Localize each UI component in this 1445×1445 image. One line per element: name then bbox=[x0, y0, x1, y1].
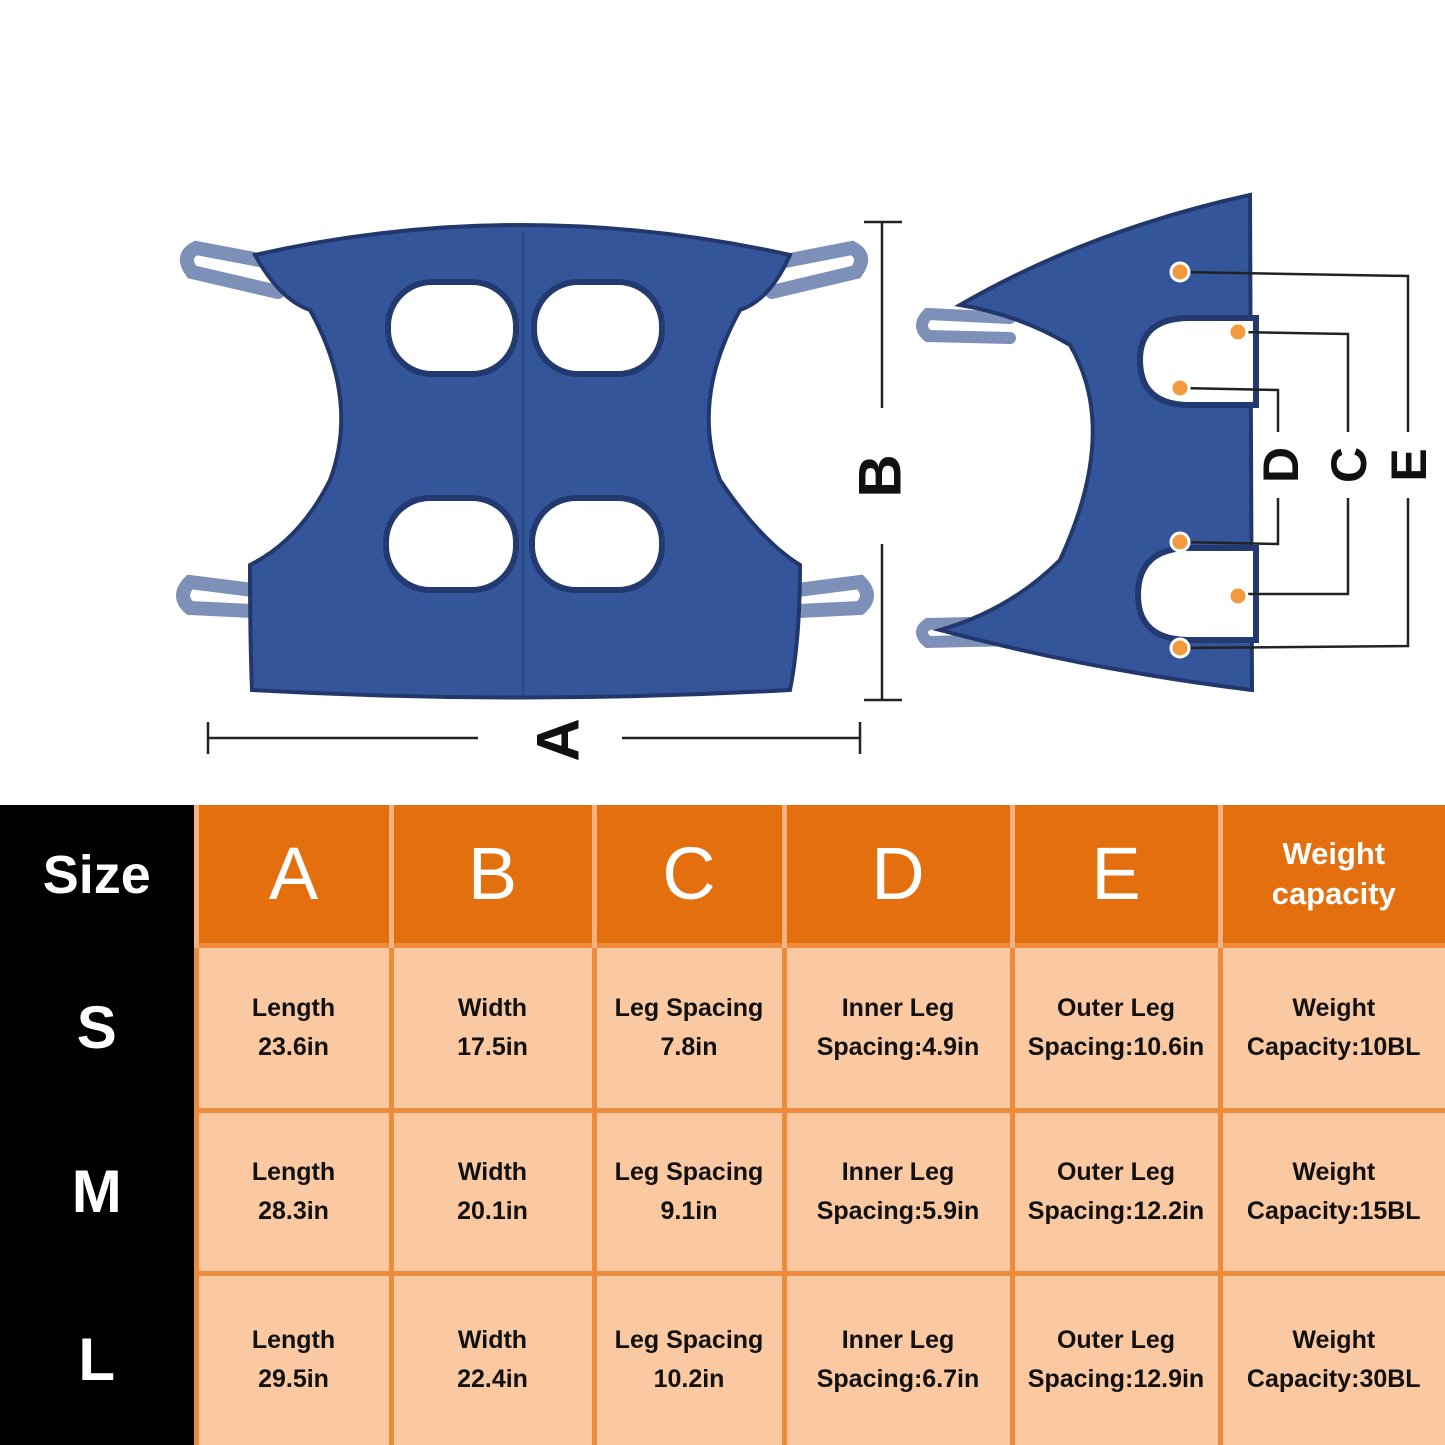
table-row: S Length 23.6in Width 17.5in Leg Spacing 7.… bbox=[0, 942, 1445, 1110]
dimension-e-label: E bbox=[1381, 448, 1437, 481]
cell-line: Length bbox=[251, 993, 336, 1022]
cell-line: Inner Leg bbox=[841, 1326, 955, 1355]
header-c: C bbox=[591, 805, 784, 945]
cell-line: Length bbox=[251, 1157, 336, 1186]
cell-line: Weight bbox=[1292, 1326, 1376, 1355]
cell-line: Inner Leg bbox=[841, 993, 955, 1022]
cell-line: 20.1in bbox=[457, 1196, 528, 1225]
cell-line: Outer Leg bbox=[1056, 993, 1176, 1022]
cell-line: 29.5in bbox=[258, 1365, 329, 1394]
measurement-markers bbox=[1169, 261, 1249, 659]
dimension-c-label: C bbox=[1321, 447, 1377, 483]
cell-l-c: Leg Spacing 10.2in bbox=[591, 1270, 784, 1445]
header-b: B bbox=[388, 805, 594, 945]
cell-line: Capacity:15BL bbox=[1246, 1196, 1421, 1225]
cell-line: Leg Spacing bbox=[614, 1326, 764, 1355]
cell-line: Leg Spacing bbox=[614, 993, 764, 1022]
harness-diagram: A B D C E bbox=[176, 192, 1437, 762]
cell-s-a: Length 23.6in bbox=[193, 942, 391, 1110]
cell-line: 22.4in bbox=[457, 1365, 528, 1394]
cell-line: Spacing:12.2in bbox=[1027, 1196, 1205, 1225]
size-label-m: M bbox=[0, 1110, 196, 1273]
cell-m-c: Leg Spacing 9.1in bbox=[591, 1107, 784, 1273]
dimension-a bbox=[206, 722, 862, 754]
cell-line: 23.6in bbox=[258, 1032, 329, 1061]
cell-line: Capacity:10BL bbox=[1246, 1032, 1421, 1061]
flat-harness-image bbox=[176, 223, 874, 700]
cell-m-b: Width 20.1in bbox=[388, 1107, 594, 1273]
cell-line: 28.3in bbox=[258, 1196, 329, 1225]
table-row: M Length 28.3in Width 20.1in Leg Spacing 9.… bbox=[0, 1107, 1445, 1273]
header-d: D bbox=[781, 805, 1012, 945]
size-label-l: L bbox=[0, 1273, 196, 1445]
cell-line: Weight bbox=[1292, 1157, 1376, 1186]
cell-line: 10.2in bbox=[653, 1365, 725, 1394]
cell-line: Spacing:10.6in bbox=[1027, 1032, 1205, 1061]
cell-line: Inner Leg bbox=[841, 1157, 955, 1186]
size-header: Size bbox=[0, 805, 196, 945]
folded-harness-image bbox=[916, 192, 1259, 693]
header-weight-capacity: Weight capacity bbox=[1217, 805, 1445, 945]
header-weight-line2: capacity bbox=[1271, 875, 1396, 911]
size-chart-table: Size A B C D E Weight capacity S Length 2… bbox=[0, 805, 1445, 1445]
header-a: A bbox=[193, 805, 391, 945]
cell-line: Width bbox=[457, 993, 528, 1022]
cell-line: Length bbox=[251, 1326, 336, 1355]
cell-line: Spacing:12.9in bbox=[1027, 1365, 1205, 1394]
dimension-b bbox=[864, 220, 902, 702]
dimension-b-label: B bbox=[847, 454, 914, 497]
cell-line: Capacity:30BL bbox=[1246, 1365, 1421, 1394]
size-label-s: S bbox=[0, 945, 196, 1110]
dimension-a-label: A bbox=[525, 718, 592, 761]
header-weight-line1: Weight bbox=[1282, 835, 1386, 871]
cell-line: Spacing:5.9in bbox=[816, 1196, 980, 1225]
cell-line: Weight bbox=[1292, 993, 1376, 1022]
cell-line: 7.8in bbox=[660, 1032, 718, 1061]
cell-s-c: Leg Spacing 7.8in bbox=[591, 942, 784, 1110]
cell-line: Leg Spacing bbox=[614, 1157, 764, 1186]
cell-line: Spacing:6.7in bbox=[816, 1365, 980, 1394]
cell-line: Width bbox=[457, 1157, 528, 1186]
dimension-d-label: D bbox=[1253, 447, 1309, 483]
cell-s-b: Width 17.5in bbox=[388, 942, 594, 1110]
cell-m-a: Length 28.3in bbox=[193, 1107, 391, 1273]
table-header-row: Size A B C D E Weight capacity bbox=[0, 805, 1445, 945]
cell-line: Outer Leg bbox=[1056, 1326, 1176, 1355]
cell-line: 17.5in bbox=[457, 1032, 528, 1061]
header-e: E bbox=[1009, 805, 1220, 945]
cell-line: 9.1in bbox=[660, 1196, 718, 1225]
cell-line: Width bbox=[457, 1326, 528, 1355]
cell-line: Outer Leg bbox=[1056, 1157, 1176, 1186]
cell-line: Spacing:4.9in bbox=[816, 1032, 980, 1061]
table-row: L Length 29.5in Width 22.4in Leg Spacing 10… bbox=[0, 1270, 1445, 1445]
cell-l-b: Width 22.4in bbox=[388, 1270, 594, 1445]
cell-l-a: Length 29.5in bbox=[193, 1270, 391, 1445]
